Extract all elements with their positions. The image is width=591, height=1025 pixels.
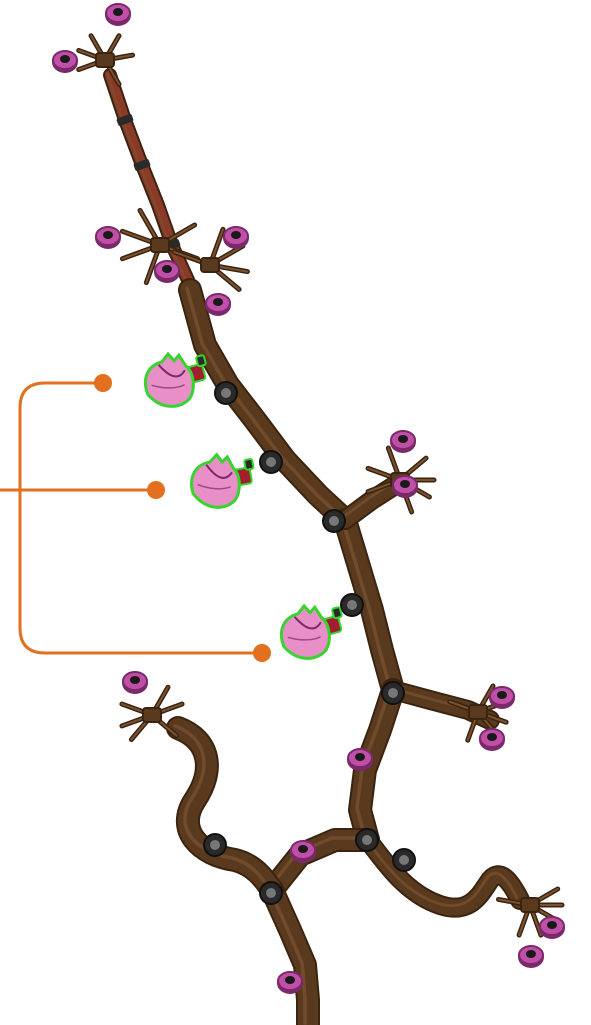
pipe-network bbox=[103, 68, 530, 1025]
elbow-joint-icon bbox=[322, 509, 346, 533]
pipe-highlight bbox=[185, 286, 344, 520]
elbow-joint-icon bbox=[259, 881, 283, 905]
pipe-highlight bbox=[267, 886, 307, 1025]
elbow-joint-icon bbox=[392, 848, 416, 872]
pipe-segment bbox=[337, 474, 408, 528]
flower-fitting-icon bbox=[489, 686, 515, 709]
flower-fitting-icon bbox=[539, 916, 565, 939]
twig-sprig bbox=[119, 207, 201, 286]
flower-bud-icon bbox=[143, 351, 207, 408]
flower-fitting-icon bbox=[390, 430, 416, 453]
elbow-joint-icon bbox=[259, 450, 283, 474]
pipe-highlight bbox=[173, 724, 271, 890]
flower-fitting-icon bbox=[154, 260, 180, 283]
flower-fitting-icon bbox=[205, 293, 231, 316]
callout-lines bbox=[0, 381, 264, 655]
flower-group bbox=[52, 3, 565, 994]
callout-dot bbox=[94, 374, 112, 392]
flower-bud-icon bbox=[279, 603, 343, 660]
highlighted-bud-group bbox=[143, 351, 343, 660]
twig-sprig bbox=[495, 886, 565, 938]
flower-fitting-icon bbox=[52, 50, 78, 73]
elbow-joint-icon bbox=[340, 593, 364, 617]
flower-fitting-icon bbox=[223, 226, 249, 249]
collar-ring bbox=[133, 159, 151, 171]
twig-sprig bbox=[447, 683, 509, 743]
callout-dot bbox=[147, 481, 165, 499]
twig-sprig bbox=[76, 33, 136, 87]
elbow-joint-icon bbox=[381, 681, 405, 705]
joint-group bbox=[203, 381, 416, 905]
flower-fitting-icon bbox=[122, 671, 148, 694]
flower-fitting-icon bbox=[95, 226, 121, 249]
flower-fitting-icon bbox=[392, 475, 418, 498]
flower-fitting-icon bbox=[479, 728, 505, 751]
callout-dot bbox=[253, 644, 271, 662]
callout-bracket bbox=[0, 374, 271, 662]
flower-bud-icon bbox=[190, 452, 255, 509]
elbow-joint-icon bbox=[214, 381, 238, 405]
elbow-joint-icon bbox=[355, 828, 379, 852]
flower-fitting-icon bbox=[105, 3, 131, 26]
flower-fitting-icon bbox=[518, 945, 544, 968]
pipe-segment bbox=[335, 510, 403, 700]
pipe-highlight bbox=[363, 836, 519, 908]
pipe-highlight bbox=[340, 516, 392, 690]
twig-sprig bbox=[119, 684, 185, 743]
sprig-group bbox=[76, 33, 565, 938]
flower-fitting-icon bbox=[290, 840, 316, 863]
collar-ring bbox=[116, 114, 134, 126]
elbow-joint-icon bbox=[203, 833, 227, 857]
pipe-segment bbox=[262, 880, 318, 1025]
twig-sprig bbox=[171, 226, 250, 292]
flower-fitting-icon bbox=[347, 748, 373, 771]
flower-fitting-icon bbox=[277, 971, 303, 994]
pipe-segment bbox=[262, 830, 378, 900]
